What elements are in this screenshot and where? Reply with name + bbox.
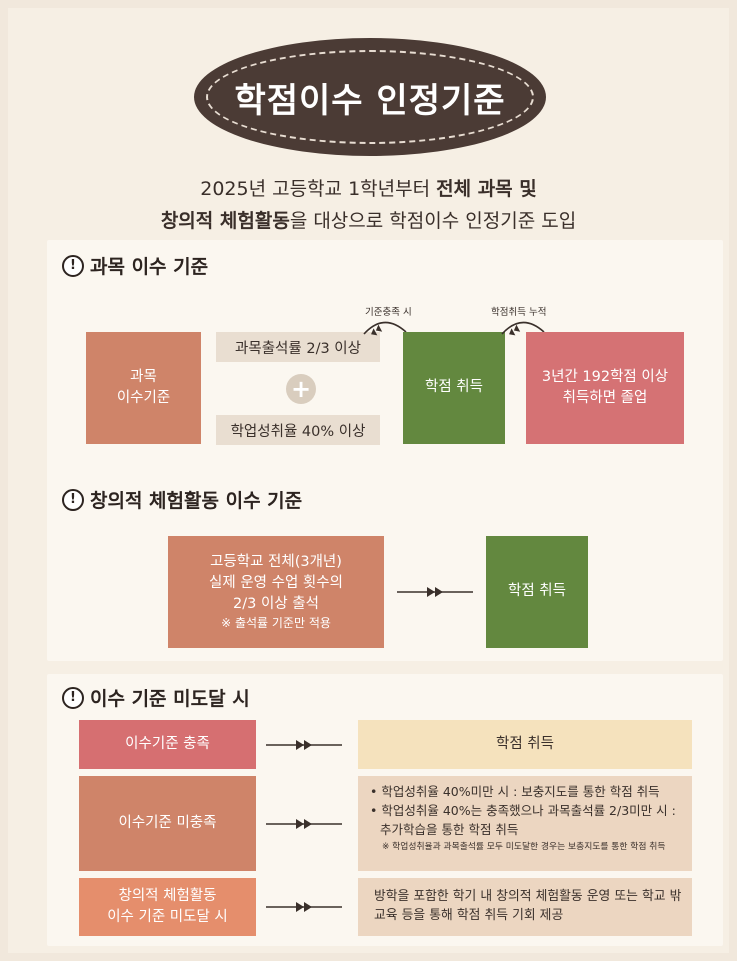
intro-line-1: 2025년 고등학교 1학년부터 전체 과목 및 xyxy=(0,174,737,201)
exclamation-circle-icon: ! xyxy=(62,686,84,709)
credit-box-2-label: 학점 취득 xyxy=(508,583,566,600)
section2-heading: ! 창의적 체험활동 이수 기준 xyxy=(62,486,302,513)
section1-title: 과목 이수 기준 xyxy=(90,256,209,278)
criteria-unmet-text: • 학업성취율 40%미만 시 : 보충지도를 통한 학점 취득 • 학업성취율… xyxy=(370,783,688,854)
arrow-right-icon xyxy=(266,819,342,829)
creative-box-line3: 2/3 이상 출석 xyxy=(233,595,319,612)
plus-circle-icon: + xyxy=(286,374,316,404)
creative-box-line2: 실제 운영 수업 횟수의 xyxy=(209,574,343,591)
intro-text-2a: 창의적 체험활동 xyxy=(160,210,290,232)
creative-activity-criteria-box: 고등학교 전체(3개년) 실제 운영 수업 횟수의 2/3 이상 출석 ※ 출석… xyxy=(168,536,384,648)
creative-unmet-result-line2: 교육 등을 통해 학점 취득 기회 제공 xyxy=(374,908,564,923)
criteria-met-result-label: 학점 취득 xyxy=(496,735,554,752)
credit-earned-box-1: 학점 취득 xyxy=(403,332,505,444)
credit-earned-box-2: 학점 취득 xyxy=(486,536,588,648)
graduation-line2: 취득하면 졸업 xyxy=(562,390,648,406)
creative-box-line1: 고등학교 전체(3개년) xyxy=(210,553,342,570)
exclamation-circle-icon: ! xyxy=(62,254,84,277)
creative-unmet-line2: 이수 기준 미도달 시 xyxy=(107,909,228,925)
arrow1-label: 기준충족 시 xyxy=(365,307,412,318)
criteria-met-result: 학점 취득 xyxy=(358,720,692,769)
fine-note: ※ 학업성취율과 과목출석률 모두 미도달한 경우는 보충지도를 통한 학점 취… xyxy=(382,842,666,853)
curved-arrow-2 xyxy=(501,321,545,336)
bullet-2: • 학업성취율 40%는 충족했으나 과목출석률 2/3미만 시 : xyxy=(370,802,676,818)
criteria-unmet-label: 이수기준 미충족 xyxy=(118,814,217,831)
arrow-right-icon xyxy=(266,902,342,912)
subject-criteria-box: 과목 이수기준 xyxy=(86,332,201,444)
arrow-right-icon xyxy=(266,740,342,750)
creative-unmet-result-line1: 방학을 포함한 학기 내 창의적 체험활동 운영 또는 학교 밖 xyxy=(374,889,682,905)
graduation-line1: 3년간 192학점 이상 xyxy=(541,368,669,385)
creative-unmet-result: 방학을 포함한 학기 내 창의적 체험활동 운영 또는 학교 밖 교육 등을 통… xyxy=(358,878,692,936)
arrow2-label: 학점취득 누적 xyxy=(491,307,547,318)
subject-box-line2: 이수기준 xyxy=(116,390,171,406)
credit-box-label: 학점 취득 xyxy=(425,379,483,396)
criteria-unmet-box: 이수기준 미충족 xyxy=(79,776,256,871)
curved-arrow-1 xyxy=(363,321,407,336)
criteria-met-label: 이수기준 충족 xyxy=(125,735,210,752)
section3-heading: ! 이수 기준 미도달 시 xyxy=(62,684,250,711)
arrow-right-icon xyxy=(397,587,473,597)
intro-text-2b: 을 대상으로 학점이수 인정기준 도입 xyxy=(289,210,577,232)
creative-box-note: ※ 출석률 기준만 적용 xyxy=(221,615,331,630)
criteria-unmet-result xyxy=(358,776,692,871)
subject-box-line1: 과목 xyxy=(130,368,157,385)
bullet-1-text: 학업성취율 40%미만 시 : 보충지도를 통한 학점 취득 xyxy=(381,784,660,799)
intro-text-1b: 전체 과목 및 xyxy=(436,178,537,200)
condition-achievement: 학업성취율 40% 이상 xyxy=(216,415,380,445)
bullet-1: • 학업성취율 40%미만 시 : 보충지도를 통한 학점 취득 xyxy=(370,784,660,799)
bullet-2-text-a: 학업성취율 40%는 충족했으나 과목출석률 2/3미만 시 : xyxy=(381,802,676,818)
criteria-panel xyxy=(47,240,723,661)
exclamation-circle-icon: ! xyxy=(62,488,84,511)
intro-text-1a: 2025년 고등학교 1학년부터 xyxy=(200,178,437,200)
section1-heading: ! 과목 이수 기준 xyxy=(62,252,208,279)
page-title: 학점이수 인정기준 xyxy=(234,80,506,121)
section3-title: 이수 기준 미도달 시 xyxy=(90,688,250,710)
intro-line-2: 창의적 체험활동을 대상으로 학점이수 인정기준 도입 xyxy=(0,206,737,233)
creative-unmet-box: 창의적 체험활동 이수 기준 미도달 시 xyxy=(79,878,256,936)
creative-unmet-line1: 창의적 체험활동 xyxy=(118,887,217,904)
criteria-met-box: 이수기준 충족 xyxy=(79,720,256,769)
title-oval xyxy=(194,38,546,156)
bullet-2-cont: 추가학습을 통한 학점 취득 xyxy=(380,821,519,837)
graduation-box: 3년간 192학점 이상 취득하면 졸업 xyxy=(526,332,684,444)
condition-attendance: 과목출석률 2/3 이상 xyxy=(216,332,380,362)
section2-title: 창의적 체험활동 이수 기준 xyxy=(90,490,303,512)
